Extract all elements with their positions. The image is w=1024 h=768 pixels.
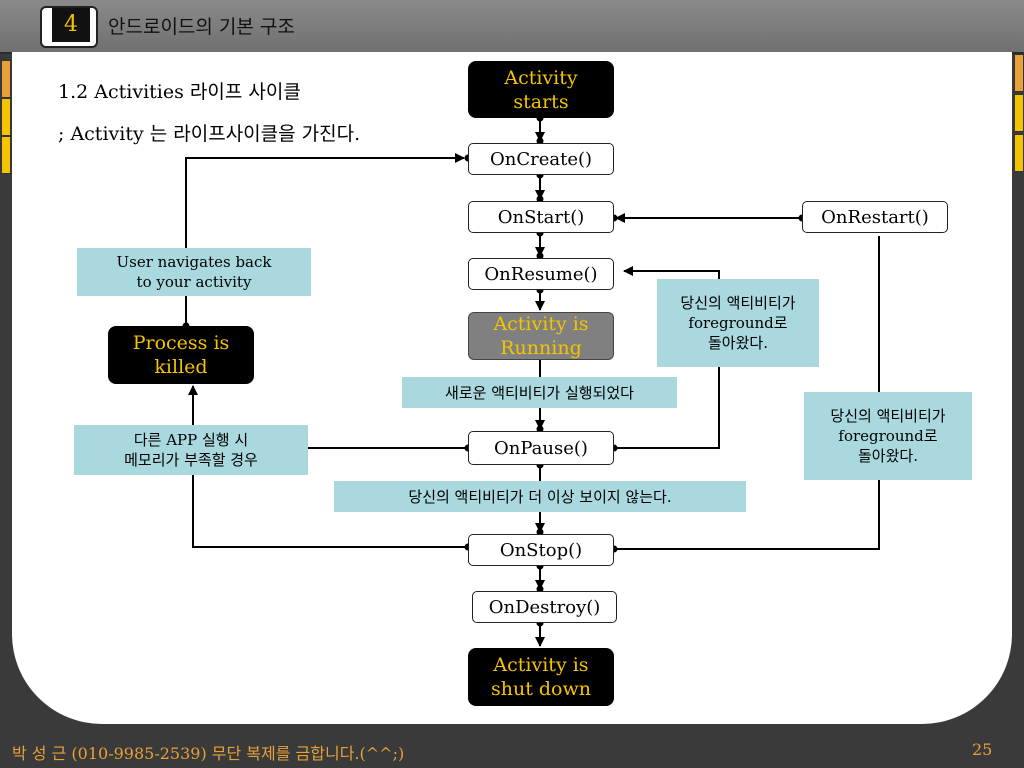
node-on-start: OnStart() [468,201,614,233]
side-tab-left-1 [1,60,11,98]
label-activity-not-visible: 당신의 액티비티가 더 이상 보이지 않는다. [334,481,746,512]
section-heading: 1.2 Activities 라이프 사이클 [58,81,301,103]
label-new-activity-running: 새로운 액티비티가 실행되었다 [402,377,677,408]
node-on-resume: OnResume() [468,258,614,290]
footer-text: 박 성 근 (010-9985-2539) 무단 복제를 금합니다.(^^;) [12,744,405,763]
side-tab-left-3 [1,136,11,174]
section-subheading: ; Activity 는 라이프사이클을 가진다. [58,123,361,145]
edge-stop-lowmemory [192,475,468,548]
slide-number: 4 [52,8,90,42]
label-foreground-returned-1: 당신의 액티비티가 foreground로 돌아왔다. [657,279,819,367]
node-on-create: OnCreate() [468,143,614,175]
page-title: 안드로이드의 기본 구조 [108,16,295,38]
node-on-pause: OnPause() [468,431,614,465]
page-number: 25 [972,740,993,759]
edge-stop-restart [614,236,880,550]
node-activity-starts: Activity starts [468,61,614,118]
side-tab-left-2 [1,98,11,136]
label-user-navigates-back: User navigates back to your activity [77,248,311,296]
node-on-destroy: OnDestroy() [472,591,617,623]
node-process-killed: Process is killed [108,326,254,384]
node-on-restart: OnRestart() [802,201,948,233]
node-activity-running: Activity is Running [468,312,614,360]
node-activity-shut-down: Activity is shut down [468,648,614,706]
label-other-app-low-memory: 다른 APP 실행 시 메모리가 부족할 경우 [74,425,308,475]
label-foreground-returned-2: 당신의 액티비티가 foreground로 돌아왔다. [804,392,972,480]
node-on-stop: OnStop() [468,534,614,566]
edge-navigate-create [185,153,465,248]
